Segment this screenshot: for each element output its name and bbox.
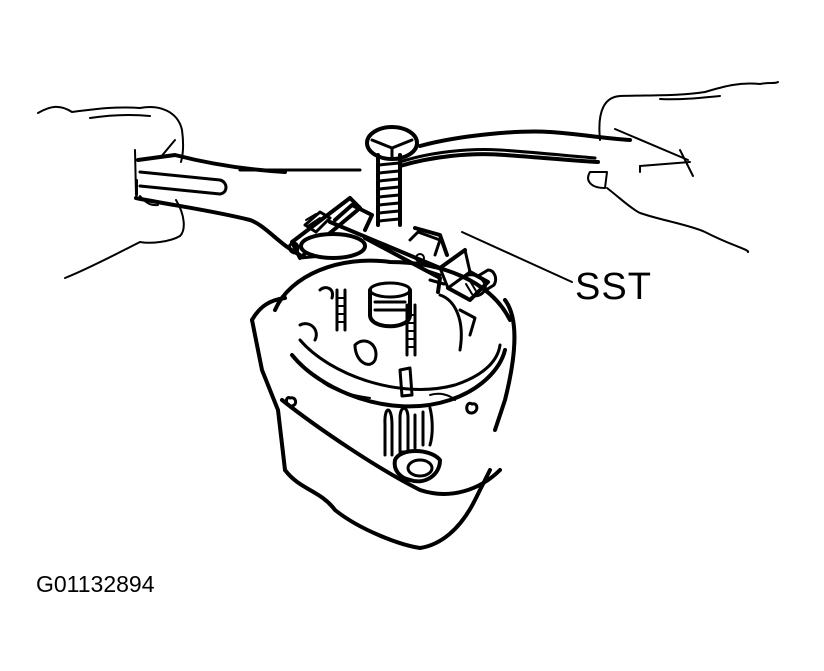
right-hand [587, 81, 779, 253]
center-bolt [365, 125, 419, 227]
figure-id: G01132894 [36, 571, 155, 597]
alternator-housing [250, 258, 517, 550]
left-hand [37, 105, 185, 279]
sst-callout-label: SST [575, 266, 652, 308]
right-wrench [398, 129, 632, 168]
sst-leader-line [461, 231, 573, 283]
